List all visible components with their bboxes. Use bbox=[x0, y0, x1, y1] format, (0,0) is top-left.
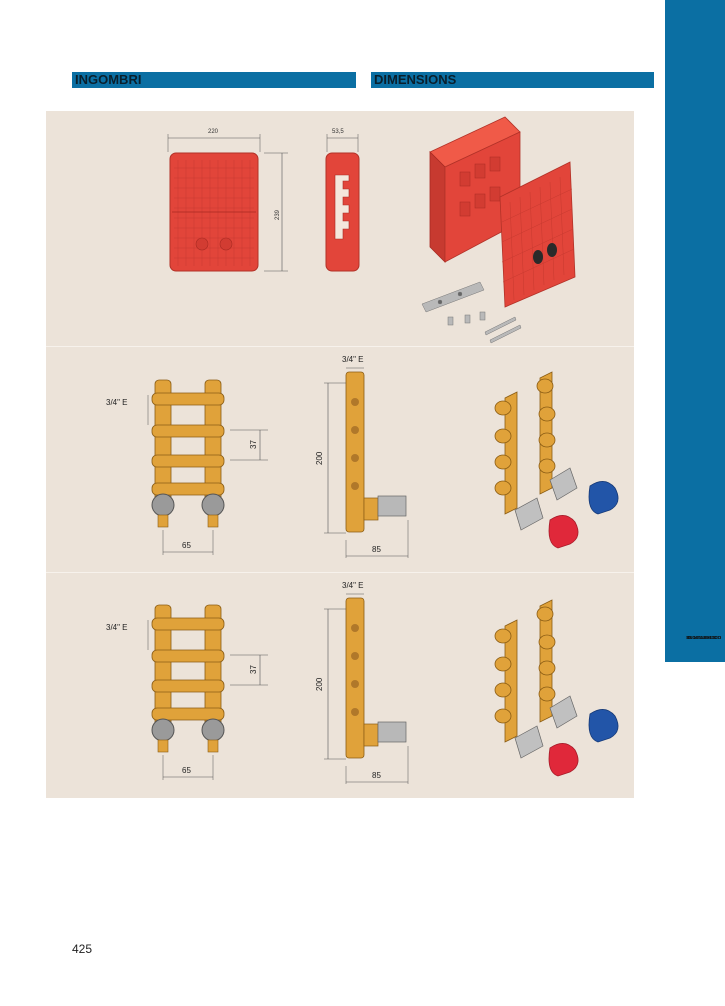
height-label-2: 200 bbox=[315, 677, 324, 691]
header-ingombri: INGOMBRI bbox=[72, 72, 356, 88]
page-number: 425 bbox=[72, 942, 93, 956]
thread-side-label-1: 3/4" E bbox=[342, 355, 364, 364]
manifold-side-drawing-1: 3/4" E 200 85 bbox=[315, 355, 409, 558]
depth-label-2: 85 bbox=[372, 771, 381, 780]
manifold-side-drawing-2: 3/4" E 200 85 bbox=[315, 581, 409, 784]
box-3d-drawing bbox=[421, 116, 576, 344]
depth-label-1: 85 bbox=[372, 545, 381, 554]
manifold-3d-drawing-1 bbox=[494, 371, 619, 549]
box-height-label: 239 bbox=[275, 209, 281, 220]
thread-side-label-2: 3/4" E bbox=[342, 581, 364, 590]
header-dimensions: DIMENSIONS bbox=[371, 72, 654, 88]
width-label-2: 65 bbox=[182, 766, 191, 775]
box-side-drawing: 53,5 bbox=[325, 129, 360, 272]
manifold-3d-drawing-2 bbox=[494, 599, 619, 777]
height-label-1: 200 bbox=[315, 451, 324, 465]
manifold-front-drawing-2: 3/4" E 37 65 bbox=[106, 604, 268, 780]
side-tab-line2: DISTRIBUZIONE bbox=[685, 635, 721, 640]
spacing-label-2: 37 bbox=[249, 665, 258, 674]
box-width-label: 220 bbox=[208, 129, 219, 135]
box-depth-label: 53,5 bbox=[332, 129, 344, 135]
manifold-front-drawing-1: 3/4" E 37 65 bbox=[106, 379, 268, 555]
row-separator bbox=[46, 346, 634, 347]
row-separator bbox=[46, 572, 634, 573]
box-front-drawing: 220 239 bbox=[167, 129, 288, 272]
spacing-label-1: 37 bbox=[249, 440, 258, 449]
thread-label-1: 3/4" E bbox=[106, 398, 128, 407]
width-label-1: 65 bbox=[182, 541, 191, 550]
thread-label-2: 3/4" E bbox=[106, 623, 128, 632]
